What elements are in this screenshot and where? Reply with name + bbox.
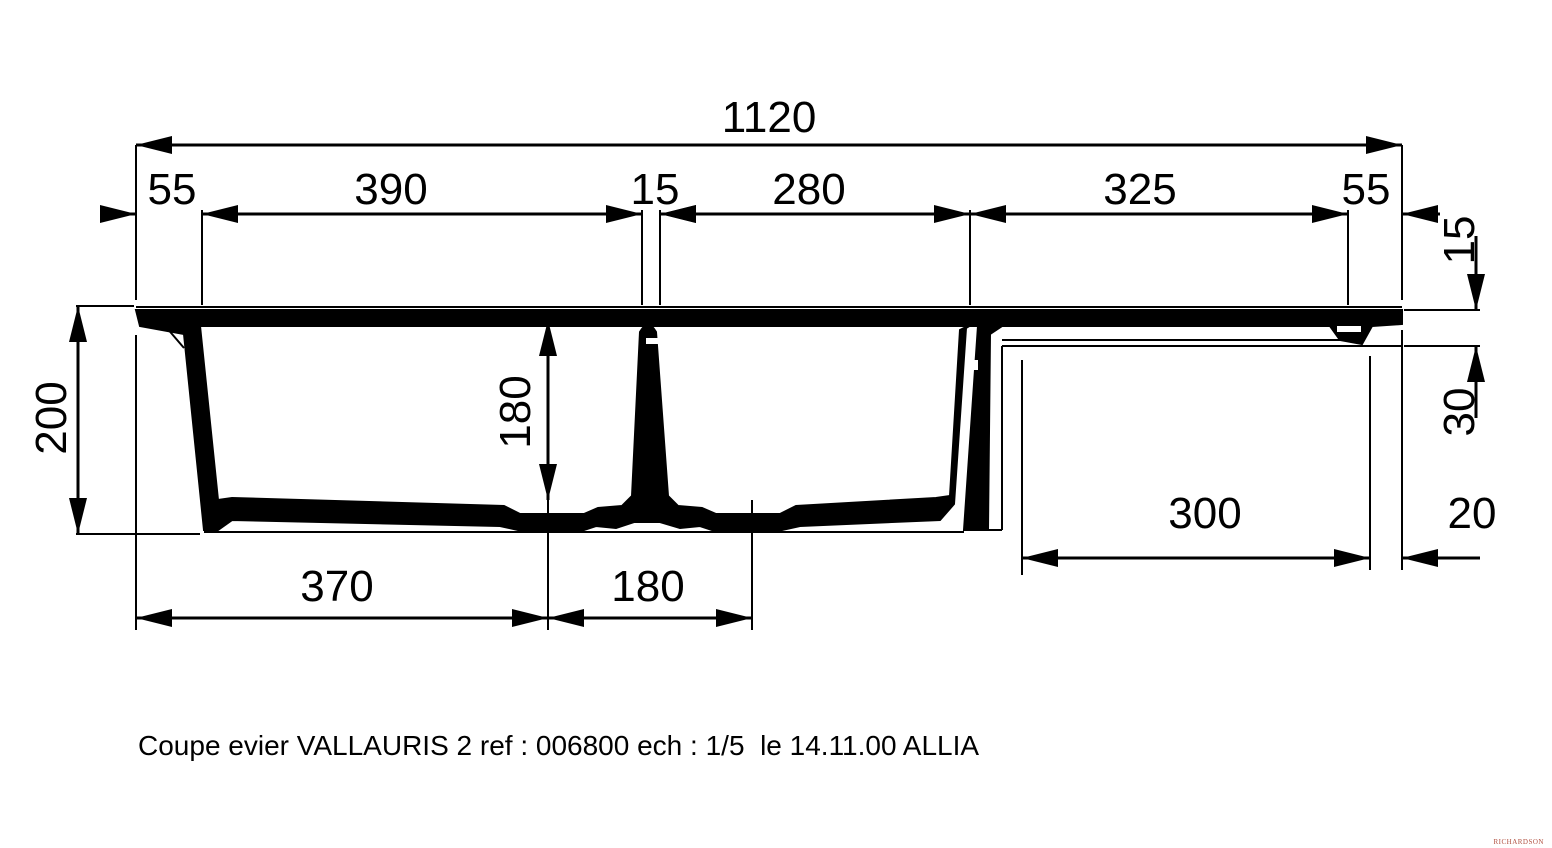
label-180-depth: 180	[491, 375, 540, 448]
label-1120: 1120	[722, 93, 817, 142]
label-180-spacing: 180	[611, 562, 684, 611]
label-390: 390	[354, 165, 427, 214]
label-30-drop: 30	[1435, 388, 1484, 437]
drawing-caption: Coupe evier VALLAURIS 2 ref : 006800 ech…	[138, 730, 980, 761]
label-280: 280	[772, 165, 845, 214]
label-15-divider: 15	[631, 165, 680, 214]
dimension-lines	[69, 136, 1485, 627]
label-20: 20	[1448, 489, 1497, 538]
sink-body	[134, 306, 1403, 533]
label-370: 370	[300, 562, 373, 611]
brand-watermark: RICHARDSON	[1493, 838, 1544, 846]
label-325: 325	[1103, 165, 1176, 214]
label-15-rim: 15	[1435, 216, 1484, 265]
label-55-left: 55	[148, 165, 197, 214]
label-200: 200	[27, 381, 76, 454]
dimension-labels: 1120 55 390 15 280 325 55 15 30 200 180 …	[27, 93, 1496, 611]
label-300: 300	[1168, 489, 1241, 538]
label-55-right: 55	[1342, 165, 1391, 214]
